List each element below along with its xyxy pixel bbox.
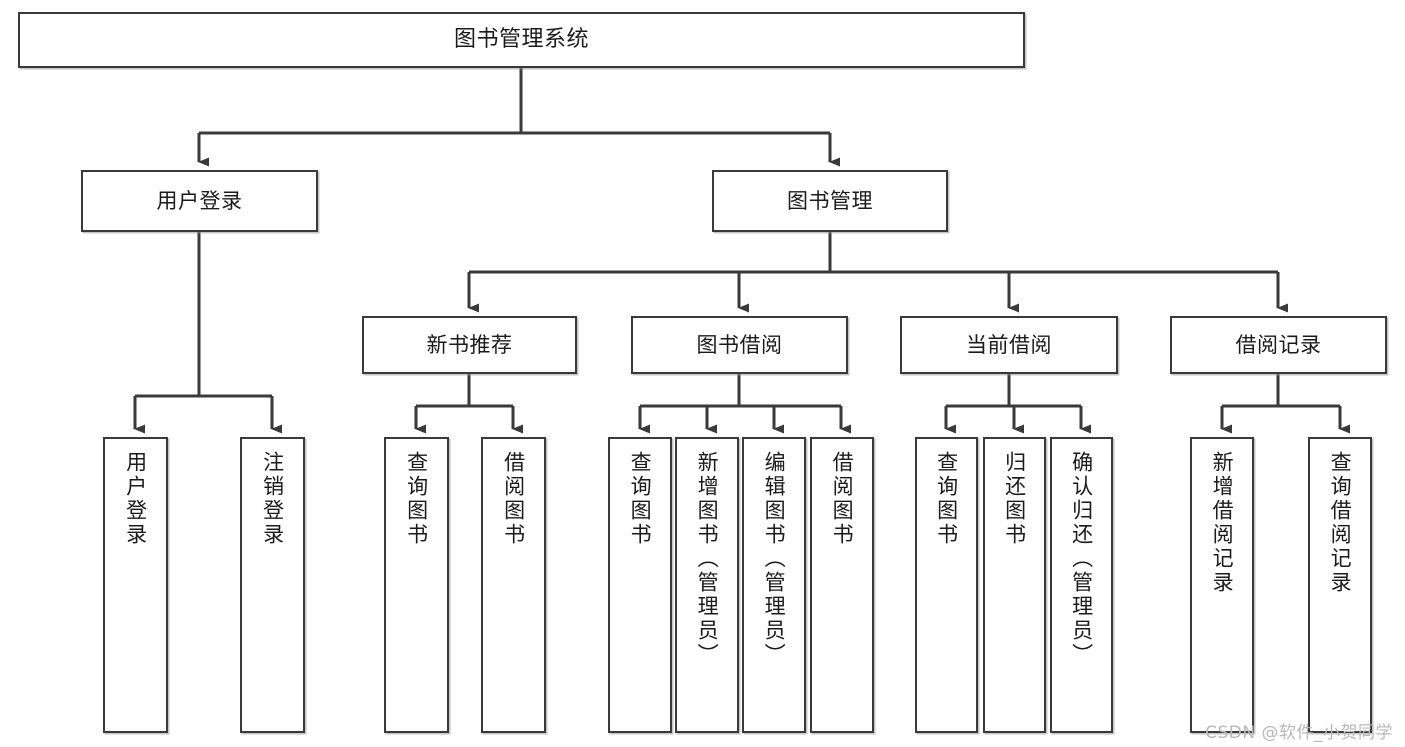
node-label: 归还图书	[1002, 451, 1027, 547]
leaf-current-borrow-query[interactable]: 查询图书	[915, 437, 978, 733]
node-label: 查询图书	[404, 451, 429, 547]
leaf-new-book-borrow[interactable]: 借阅图书	[481, 437, 546, 733]
node-borrow-record[interactable]: 借阅记录	[1170, 316, 1387, 374]
leaf-book-borrow-edit[interactable]: 编辑图书（管理员）	[742, 437, 806, 733]
node-current-borrow[interactable]: 当前借阅	[900, 316, 1118, 374]
node-label: 确认归还（管理员）	[1069, 451, 1094, 667]
leaf-current-borrow-confirm-return[interactable]: 确认归还（管理员）	[1050, 437, 1113, 733]
node-label: 编辑图书（管理员）	[762, 451, 787, 667]
node-new-book-recommend[interactable]: 新书推荐	[362, 316, 577, 374]
node-label: 用户登录	[123, 451, 148, 547]
leaf-new-book-query[interactable]: 查询图书	[384, 437, 449, 733]
node-label: 图书管理	[787, 188, 873, 213]
node-label: 用户登录	[156, 188, 243, 213]
node-label: 注销登录	[260, 451, 285, 547]
node-book-management[interactable]: 图书管理	[712, 170, 948, 232]
node-label: 借阅图书	[830, 451, 855, 547]
csdn-watermark: CSDN @软件_小贺同学	[1205, 723, 1393, 743]
node-label: 图书管理系统	[453, 27, 589, 53]
node-label: 当前借阅	[966, 332, 1052, 357]
leaf-current-borrow-return[interactable]: 归还图书	[983, 437, 1046, 733]
leaf-user-login-logout[interactable]: 注销登录	[240, 437, 305, 733]
node-book-borrow[interactable]: 图书借阅	[631, 316, 848, 374]
node-book-management-system[interactable]: 图书管理系统	[18, 12, 1025, 68]
node-label: 图书借阅	[696, 332, 783, 357]
leaf-book-borrow-borrow[interactable]: 借阅图书	[810, 437, 874, 733]
node-label: 新增借阅记录	[1210, 451, 1235, 595]
node-label: 查询图书	[934, 451, 959, 547]
node-label: 借阅图书	[501, 451, 526, 547]
leaf-book-borrow-query[interactable]: 查询图书	[608, 437, 672, 733]
leaf-borrow-record-query[interactable]: 查询借阅记录	[1308, 437, 1372, 733]
node-label: 查询图书	[628, 451, 653, 547]
node-label: 查询借阅记录	[1328, 451, 1353, 595]
leaf-user-login-login[interactable]: 用户登录	[103, 437, 168, 733]
node-label: 借阅记录	[1235, 332, 1322, 357]
node-label: 新书推荐	[426, 332, 513, 357]
node-label: 新增图书（管理员）	[695, 451, 720, 667]
leaf-borrow-record-add[interactable]: 新增借阅记录	[1190, 437, 1254, 733]
leaf-book-borrow-add[interactable]: 新增图书（管理员）	[675, 437, 739, 733]
node-user-login[interactable]: 用户登录	[81, 170, 318, 232]
